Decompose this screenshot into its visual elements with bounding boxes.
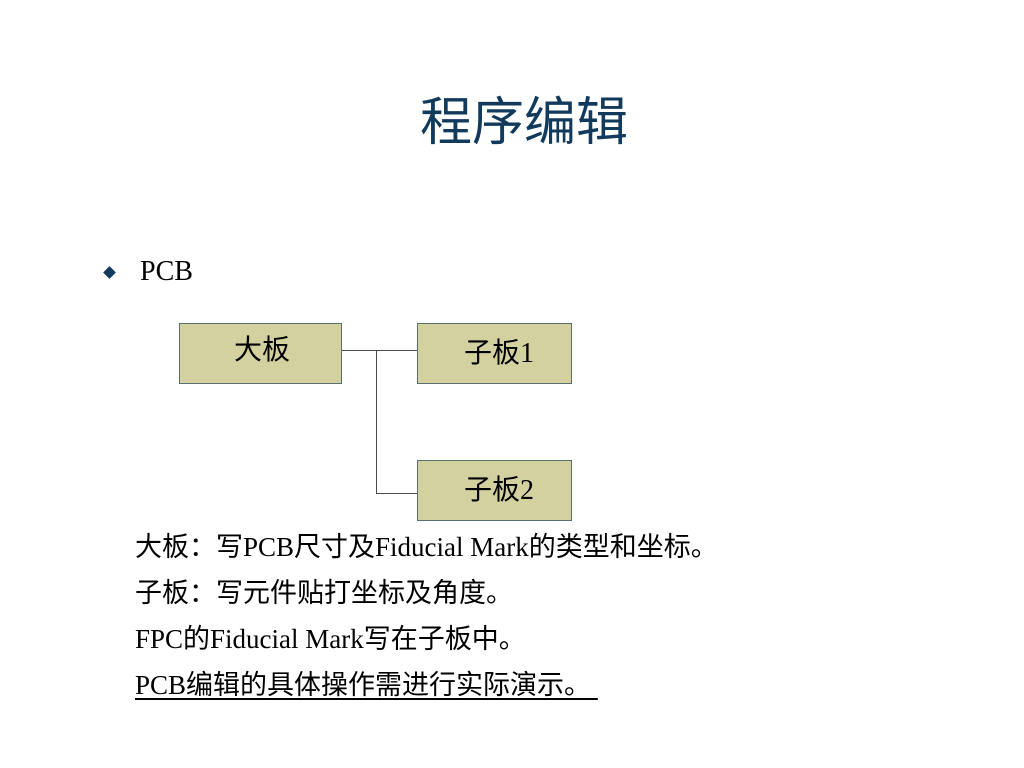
slide-title: 程序编辑: [420, 95, 629, 152]
bullet-text: PCB: [140, 256, 193, 287]
sub-board-1-label: 子板1: [464, 338, 535, 369]
note-line: 子板：写元件贴打坐标及角度。: [135, 578, 513, 608]
demo-link[interactable]: PCB编辑的具体操作需进行实际演示。: [135, 670, 598, 700]
sub-board-2-box: 子板2: [417, 460, 572, 521]
connector-line: [342, 350, 417, 351]
note-line: FPC的Fiducial Mark写在子板中。: [135, 624, 526, 654]
big-board-label: 大板: [234, 335, 291, 366]
connector-line: [376, 350, 377, 494]
bullet-item: PCB: [100, 254, 193, 290]
big-board-box: 大板: [179, 323, 342, 384]
notes-block: 大板：写PCB尺寸及Fiducial Mark的类型和坐标。 子板：写元件贴打坐…: [135, 524, 718, 708]
sub-board-2-label: 子板2: [464, 475, 535, 506]
sub-board-1-box: 子板1: [417, 323, 572, 384]
note-line: 大板：写PCB尺寸及Fiducial Mark的类型和坐标。: [135, 532, 718, 562]
connector-line: [376, 493, 417, 494]
